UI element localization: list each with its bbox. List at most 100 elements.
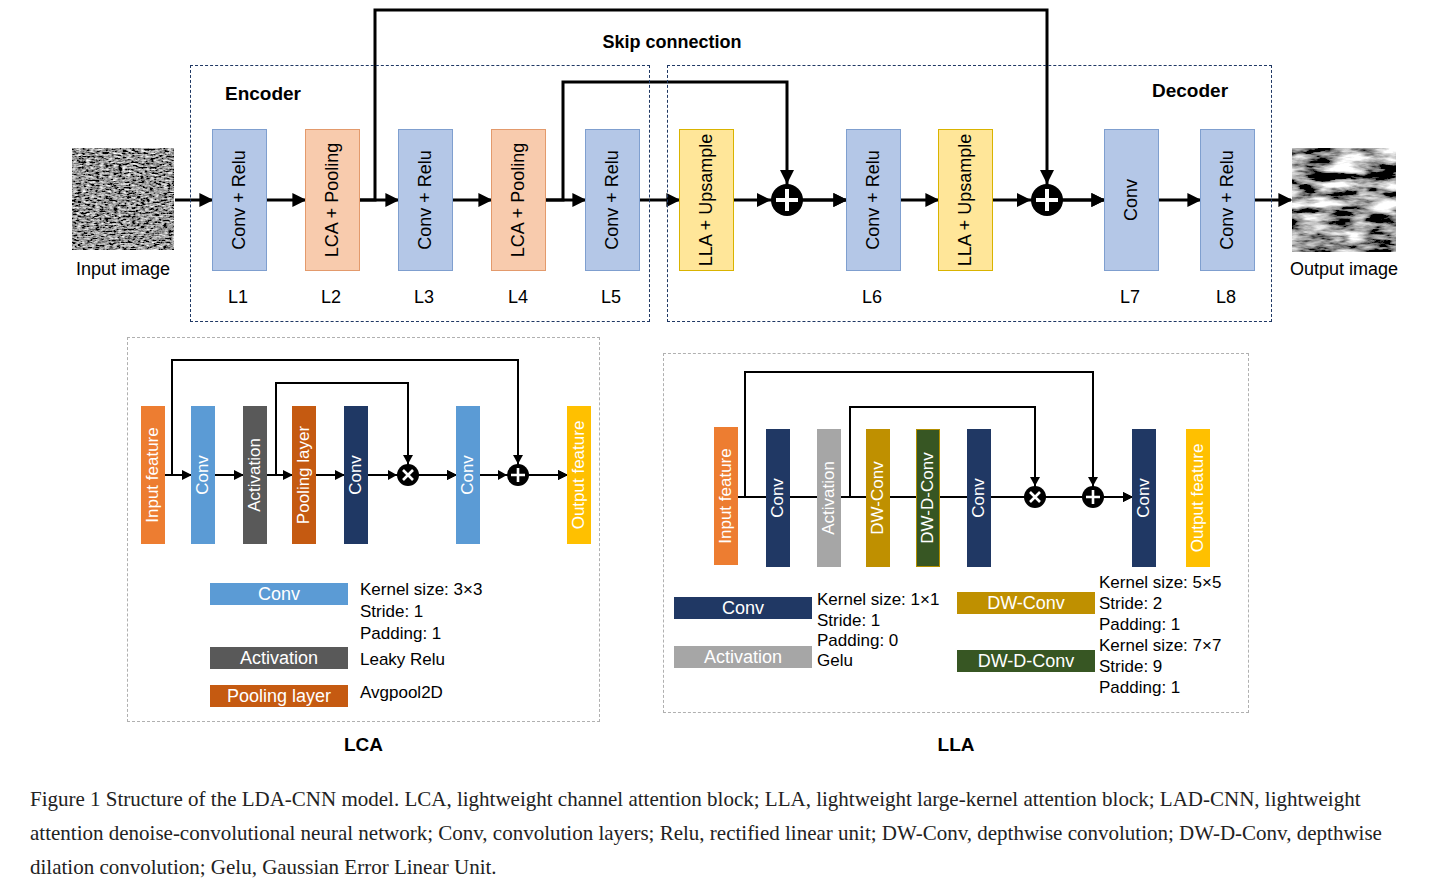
block-label: Conv <box>970 478 989 518</box>
layer-number: L7 <box>1120 287 1140 308</box>
output-feature-block: Output feature <box>1186 429 1210 567</box>
input-image: Input image <box>71 147 175 251</box>
flow-arrow <box>901 199 938 202</box>
layer-number: L5 <box>601 287 621 308</box>
activation-layer: Activation <box>243 406 267 544</box>
block-label: DW-Conv <box>869 461 888 534</box>
annotation-label: Skip connection <box>602 32 741 53</box>
flow-arrow <box>640 199 679 202</box>
flow-arrow <box>215 474 243 476</box>
dw-d-conv-layer: DW-D-Conv <box>916 429 940 567</box>
legend-swatch: Activation <box>674 646 812 668</box>
block-label: Conv <box>769 478 788 518</box>
lla-upsample-block: LLA + Upsample <box>679 129 734 271</box>
conv-layer: Conv <box>191 406 215 544</box>
input-feature-block: Input feature <box>141 406 165 544</box>
block-label: LCA + Pooling <box>323 143 343 258</box>
block-label: DW-D-Conv <box>919 452 938 543</box>
group-title: Encoder <box>225 83 301 105</box>
conv-relu-block: Conv + Relu <box>1200 129 1255 271</box>
block-label: Conv + Relu <box>416 150 436 250</box>
block-label: LLA + Upsample <box>956 134 976 267</box>
legend-description: Kernel size: 3×3 Stride: 1 Padding: 1 <box>360 579 488 645</box>
flow-arrow <box>940 496 967 498</box>
legend-key: Activation <box>704 648 782 666</box>
block-label: Pooling layer <box>295 426 314 524</box>
legend-swatch: Activation <box>210 647 348 669</box>
figure-caption: Figure 1 Structure of the LDA-CNN model.… <box>30 782 1425 884</box>
flow-arrow <box>175 199 212 202</box>
legend-description: Kernel size: 1×1 Stride: 1 Padding: 0 <box>817 590 945 652</box>
layer-number: L6 <box>862 287 882 308</box>
block-label: Conv <box>459 455 478 495</box>
block-label: Output feature <box>570 421 589 530</box>
legend-swatch: Pooling layer <box>210 685 348 707</box>
legend-key: Conv <box>722 599 764 617</box>
image-caption: Output image <box>1290 259 1398 280</box>
legend-swatch: DW-D-Conv <box>957 650 1095 672</box>
block-label: Conv <box>1122 179 1142 221</box>
group-title: LCA <box>344 734 383 756</box>
conv-layer: Conv <box>967 429 991 567</box>
block-label: Input feature <box>144 427 163 522</box>
block-label: Conv + Relu <box>864 150 884 250</box>
encoder-group: EncoderConv + Relu LCA + Pooling Conv + Re… <box>190 65 650 322</box>
conv-layer: Conv <box>344 406 368 544</box>
layer-number: L1 <box>228 287 248 308</box>
block-label: Conv <box>347 455 366 495</box>
flow-arrow <box>790 496 817 498</box>
flow-arrow <box>453 199 491 202</box>
flow-arrow <box>1159 199 1200 202</box>
activation-layer: Activation <box>817 429 841 567</box>
block-label: LCA + Pooling <box>509 143 529 258</box>
legend-key: Conv <box>258 585 300 603</box>
ultrasound-output-picture <box>1292 148 1396 252</box>
input-feature-block: Input feature <box>714 427 738 565</box>
lla-upsample-block: LLA + Upsample <box>938 129 993 271</box>
conv-relu-block: Conv + Relu <box>398 129 453 271</box>
group-title: Decoder <box>1152 80 1228 102</box>
lca-pooling-block: LCA + Pooling <box>491 129 546 271</box>
legend-description: Gelu <box>817 651 853 671</box>
flow-arrow <box>1255 199 1291 202</box>
legend-description: Avgpool2D <box>360 683 443 703</box>
block-label: Conv + Relu <box>230 150 250 250</box>
conv-relu-block: Conv + Relu <box>846 129 901 271</box>
layer-number: L2 <box>321 287 341 308</box>
block-label: Conv + Relu <box>1218 150 1238 250</box>
legend-swatch: Conv <box>210 583 348 605</box>
group-title: LLA <box>938 734 975 756</box>
layer-number: L3 <box>414 287 434 308</box>
conv-block: Conv <box>1104 129 1159 271</box>
output-feature-block: Output feature <box>567 406 591 544</box>
legend-description: Kernel size: 5×5 Stride: 2 Padding: 1 <box>1099 572 1227 635</box>
flow-arrow <box>890 496 916 498</box>
flow-arrow <box>267 199 305 202</box>
block-label: Output feature <box>1189 444 1208 553</box>
ultrasound-input-picture <box>72 148 174 250</box>
block-label: Conv <box>1135 478 1154 518</box>
conv-layer: Conv <box>1132 429 1156 567</box>
block-label: Input feature <box>717 448 736 543</box>
block-label: Activation <box>246 438 265 512</box>
legend-key: Pooling layer <box>227 687 331 705</box>
conv-relu-block: Conv + Relu <box>585 129 640 271</box>
layer-number: L4 <box>508 287 528 308</box>
block-label: Conv <box>194 455 213 495</box>
image-caption: Input image <box>76 259 170 280</box>
layer-number: L8 <box>1216 287 1236 308</box>
legend-swatch: DW-Conv <box>957 592 1095 614</box>
legend-key: Activation <box>240 649 318 667</box>
block-label: Conv + Relu <box>603 150 623 250</box>
legend-swatch: Conv <box>674 597 812 619</box>
flow-arrow <box>316 474 344 476</box>
conv-layer: Conv <box>456 406 480 544</box>
lca-pooling-block: LCA + Pooling <box>305 129 360 271</box>
legend-description: Kernel size: 7×7 Stride: 9 Padding: 1 <box>1099 635 1227 698</box>
conv-relu-block: Conv + Relu <box>212 129 267 271</box>
block-label: Activation <box>820 461 839 535</box>
conv-layer: Conv <box>766 429 790 567</box>
legend-description: Leaky Relu <box>360 650 445 670</box>
decoder-group: DecoderLLA + Upsample Conv + Relu LLA + Up… <box>667 65 1272 322</box>
